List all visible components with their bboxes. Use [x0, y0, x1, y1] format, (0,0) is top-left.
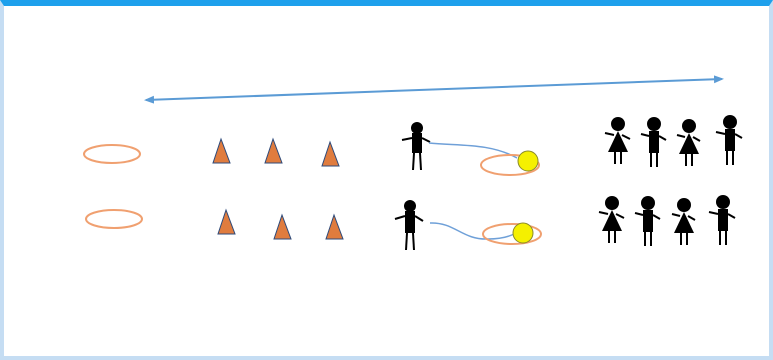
- hoop: [480, 154, 540, 176]
- waiting-girl: [604, 117, 631, 164]
- ball: [517, 150, 539, 172]
- hoop: [85, 209, 143, 229]
- ball: [512, 222, 534, 244]
- cone: [264, 137, 283, 164]
- cone: [321, 140, 340, 167]
- hoop: [482, 223, 542, 245]
- hoop: [83, 144, 141, 164]
- waiting-boy: [708, 195, 736, 245]
- waiting-girl: [671, 198, 696, 245]
- cone: [212, 137, 231, 164]
- drill-row-1: [83, 115, 743, 176]
- cone: [325, 213, 344, 240]
- cone: [273, 213, 292, 240]
- waiting-boy: [634, 196, 661, 246]
- waiting-boy: [640, 117, 667, 167]
- drill-row-2: [85, 195, 736, 251]
- player-with-ball: [401, 122, 431, 171]
- waiting-girl: [676, 119, 701, 166]
- double-headed-arrow: [144, 75, 724, 104]
- waiting-girl: [598, 196, 625, 243]
- player-with-ball: [394, 200, 424, 251]
- waiting-boy: [715, 115, 743, 165]
- cone: [217, 208, 236, 235]
